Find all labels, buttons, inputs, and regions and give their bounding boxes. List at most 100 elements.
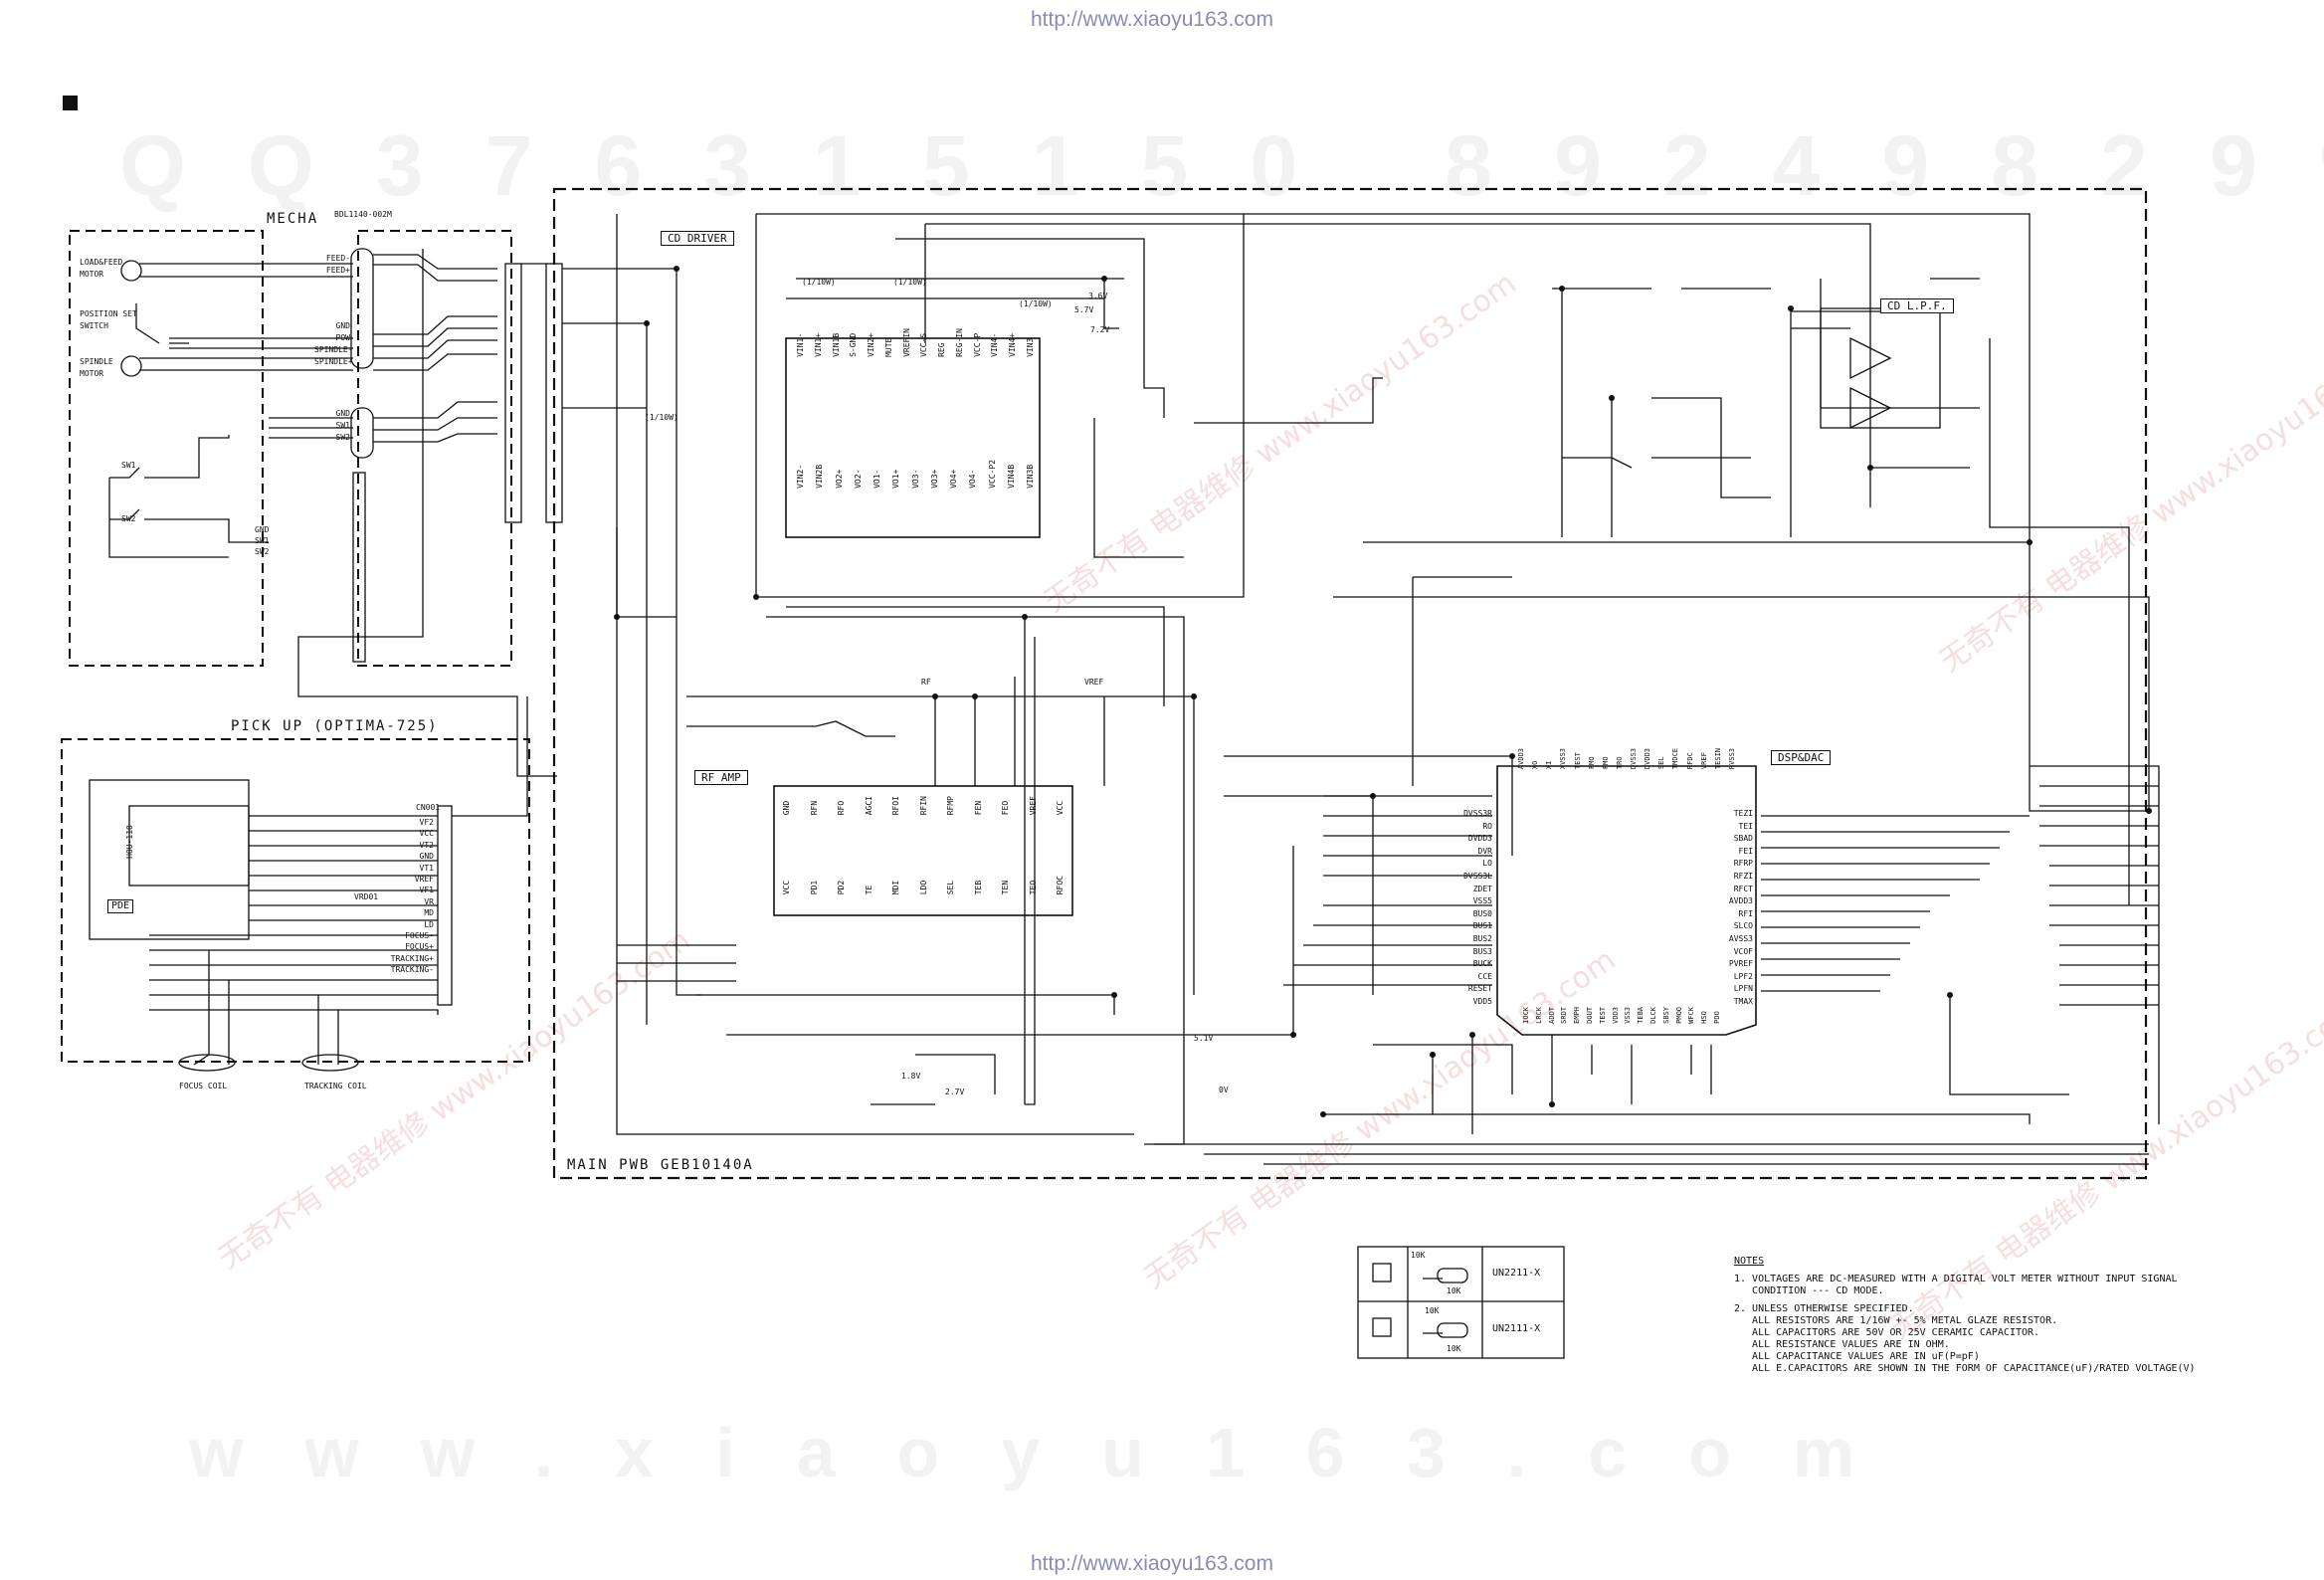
net-label: SW1 xyxy=(255,536,270,545)
ic-pin: TEB xyxy=(973,880,983,895)
voltage-label: 1.8V xyxy=(901,1072,921,1081)
ic-pin: RFMP xyxy=(946,796,955,816)
mecha-pin: GND xyxy=(335,409,350,418)
pickup-pin: TRACKING+ xyxy=(390,953,434,963)
mecha-title: MECHA xyxy=(267,211,319,227)
vref-test-point: VREF xyxy=(1084,678,1104,687)
rf-amp-bottom-pins: VCC PD1 PD2 TE MDI LDO SEL TEB TEN TEO R… xyxy=(782,876,1065,894)
watermark-top-row: QQ376315150 892498299 xyxy=(119,118,2324,214)
dsp-top-pins: AVDD3 XO XI XVSS3 TEST FMO FMO TRO DVSS3… xyxy=(1517,748,1736,769)
voltage-label: 3.6V xyxy=(1088,292,1108,300)
dsp-pin: ZDET xyxy=(1472,884,1492,893)
dsp-pin: CCE xyxy=(1477,971,1492,981)
ic-pin: LDO xyxy=(918,880,928,895)
cd-driver-bottom-pins: VIN2- VIN2B VO2+ VO2- VO1- VO1+ VO3- VO3… xyxy=(796,460,1035,489)
net-label: SW2 xyxy=(255,547,270,556)
mecha-pin: SW2 xyxy=(335,433,350,442)
rf-test-point: RF xyxy=(921,678,931,687)
ic-pin: VCC-S xyxy=(919,332,929,357)
pickup-pin: VF2 xyxy=(419,818,434,827)
ic-pin: VCC-P xyxy=(972,332,982,357)
ic-pin: RFOI xyxy=(891,796,900,816)
ic-pin: VO2- xyxy=(853,469,863,489)
pickup-pin: FOCUS- xyxy=(405,931,434,941)
dsp-pin: RVSS3 xyxy=(1727,748,1736,770)
ic-pin: VIN1+ xyxy=(813,332,823,357)
sw2-label: SW2 xyxy=(121,514,136,523)
dsp-pin: BUS0 xyxy=(1472,908,1492,918)
dsp-pin: WFCK xyxy=(1687,1007,1696,1024)
dsp-pin: BUS3 xyxy=(1472,946,1492,956)
dsp-pin: PDO xyxy=(1712,1011,1721,1024)
mecha-pin: SPINDLE+ xyxy=(314,357,353,366)
pickup-pin: VT2 xyxy=(419,840,434,850)
ic-pin: MDI xyxy=(891,880,900,895)
ic-pin: VIN4B xyxy=(1006,464,1016,489)
ic-pin: VIN4+ xyxy=(1008,332,1018,357)
dsp-pin: PVREF xyxy=(1728,959,1753,969)
dsp-pin: VSS3 xyxy=(1624,1007,1633,1024)
vrd01-label: VRD01 xyxy=(354,892,379,901)
dsp-pin: LRCK xyxy=(1534,1007,1543,1024)
dsp-pin: LO xyxy=(1482,859,1492,869)
dsp-pin: FEI xyxy=(1738,846,1753,856)
dsp-pin: FMO xyxy=(1587,756,1596,770)
dsp-pin: XVSS3 xyxy=(1559,748,1568,770)
tracking-coil-label: TRACKING COIL xyxy=(304,1082,367,1090)
pickup-ic-label: HOU-110 xyxy=(124,825,134,859)
ic-pin: PD1 xyxy=(809,880,819,895)
ic-pin: TEN xyxy=(1001,880,1010,895)
legend-r2-label: 10K xyxy=(1447,1286,1461,1295)
cd-lpf-title: CD L.P.F. xyxy=(1880,298,1954,313)
pickup-pin: LD xyxy=(424,919,434,929)
dsp-pin: XO xyxy=(1531,760,1540,770)
dsp-pin: RFRP xyxy=(1733,859,1753,869)
mecha-pin: FEED+ xyxy=(325,266,350,275)
dsp-pin: SRDT xyxy=(1560,1007,1569,1024)
watermark-bottom-row: www.xiaoyu163.com xyxy=(189,1414,1917,1491)
ic-pin: VO3- xyxy=(910,469,920,489)
voltage-label: 0V xyxy=(1219,1086,1229,1094)
mecha-pin: FEED- xyxy=(325,254,350,263)
mecha-bottom-nets: GND SW1 SW2 xyxy=(255,524,269,557)
sw1-label: SW1 xyxy=(121,461,136,470)
ic-pin: RFN xyxy=(809,800,819,816)
dsp-pin: IOCK xyxy=(1522,1007,1530,1024)
dsp-right-pins: TEZI TEI SBAD FEI RFRP RFZI RFCT AVDD3 R… xyxy=(1723,808,1753,1009)
ic-pin: VIN4- xyxy=(990,332,1000,357)
notes-item-1: 1. VOLTAGES ARE DC-MEASURED WITH A DIGIT… xyxy=(1734,1274,2178,1296)
footer-url[interactable]: http://www.xiaoyu163.com xyxy=(1031,1552,1273,1575)
dsp-pin: AVDD3 xyxy=(1728,896,1753,906)
mecha-pin-labels: FEED- FEED+ GND POW SPINDLE- SPINDLE+ GN… xyxy=(314,253,353,444)
mecha-pin: GND xyxy=(335,321,350,330)
ic-pin: VCC-P2 xyxy=(987,460,997,489)
ic-pin: TEO xyxy=(1028,880,1038,895)
voltage-label: 5.1V xyxy=(1194,1034,1214,1043)
cd-driver-title: CD DRIVER xyxy=(661,231,734,246)
dsp-pin: TRO xyxy=(1615,756,1624,770)
dsp-pin: BUCK xyxy=(1472,959,1492,969)
mecha-part-number: BDL1140-002M xyxy=(334,210,392,219)
net-label: GND xyxy=(255,525,270,534)
ic-pin: VO1- xyxy=(872,469,881,489)
voltage-label: 2.7V xyxy=(945,1087,965,1096)
ic-pin: RFOC xyxy=(1056,876,1065,895)
ic-pin: VCC xyxy=(1056,800,1065,816)
pickup-pin: MD xyxy=(424,908,434,918)
load-feed-motor-label: LOAD&FEED MOTOR xyxy=(80,258,123,279)
ic-pin: VO1+ xyxy=(891,469,901,489)
dsp-pin: DVR xyxy=(1477,846,1492,856)
pickup-pin: FOCUS+ xyxy=(405,942,434,952)
dsp-pin: RFZI xyxy=(1733,871,1753,881)
header-url[interactable]: http://www.xiaoyu163.com xyxy=(1031,8,1273,31)
pickup-pin-labels: VF2 VCC VT2 GND VT1 VREF VF1 VR MD LD FO… xyxy=(390,817,434,976)
dsp-pin: DLCK xyxy=(1648,1007,1657,1024)
dsp-pin: EMPH xyxy=(1573,1007,1582,1024)
notes-item-2: 2. UNLESS OTHERWISE SPECIFIED. ALL RESIS… xyxy=(1734,1303,2196,1374)
dsp-pin: TEST xyxy=(1573,752,1582,770)
spindle-motor-label: SPINDLE MOTOR xyxy=(80,357,113,378)
dsp-pin: AVSS3 xyxy=(1728,933,1753,943)
dsp-pin: VSS5 xyxy=(1472,896,1492,906)
resistor-note: (1/10W) xyxy=(645,413,678,422)
dsp-pin: LPF2 xyxy=(1733,971,1753,981)
